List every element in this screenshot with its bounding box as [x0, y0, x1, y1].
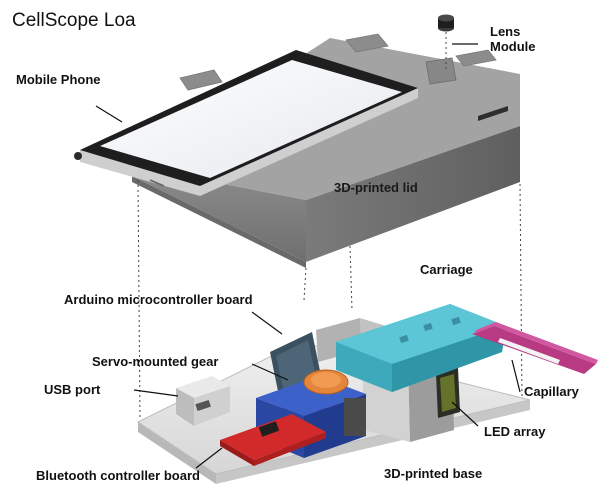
label-led-array: LED array — [484, 424, 546, 439]
usb-port — [176, 376, 230, 426]
capillary — [472, 322, 598, 374]
mobile-phone — [74, 50, 418, 196]
diagram-title: CellScope Loa — [12, 10, 136, 31]
label-lens-module: Lens Module — [490, 24, 536, 54]
leader-lines — [95, 43, 521, 469]
projection-lines — [137, 32, 523, 421]
carriage — [336, 304, 506, 392]
label-capillary: Capillary — [524, 384, 579, 399]
label-carriage: Carriage — [420, 262, 473, 277]
bluetooth-board — [220, 414, 326, 466]
label-usb-port: USB port — [44, 382, 101, 397]
label-printed-base: 3D-printed base — [384, 466, 483, 481]
label-servo-gear: Servo-mounted gear — [92, 354, 219, 369]
label-printed-lid: 3D-printed lid — [334, 180, 418, 195]
lens-module — [438, 14, 454, 32]
label-arduino-board: Arduino microcontroller board — [64, 292, 253, 307]
label-bluetooth-board: Bluetooth controller board — [36, 468, 200, 483]
label-mobile-phone: Mobile Phone — [16, 72, 101, 87]
led-array — [436, 368, 460, 418]
